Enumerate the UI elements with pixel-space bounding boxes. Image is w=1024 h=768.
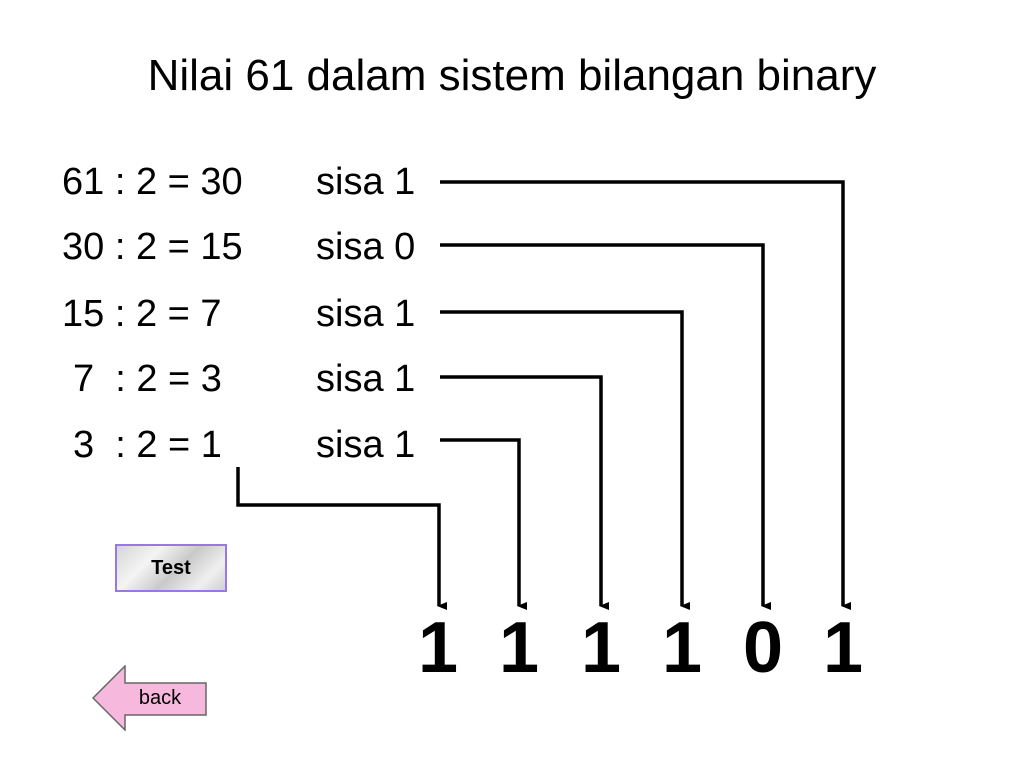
step-equation: 15 : 2 = 7 <box>62 293 222 335</box>
binary-digit: 1 <box>498 608 540 688</box>
connector-line <box>440 375 609 610</box>
connector-line <box>440 243 771 610</box>
connector-line <box>236 467 447 610</box>
back-button-label: back <box>138 687 182 709</box>
connector-line <box>440 310 690 610</box>
step-remainder: sisa 1 <box>316 293 416 335</box>
page-title: Nilai 61 dalam sistem bilangan binary <box>147 51 877 100</box>
back-arrow-icon <box>92 665 207 731</box>
step-row: 3 : 2 = 1 sisa 1 <box>0 425 440 465</box>
binary-digit: 1 <box>822 608 864 688</box>
test-button[interactable]: Test <box>115 544 227 592</box>
binary-digit: 1 <box>580 608 622 688</box>
step-equation: 3 : 2 = 1 <box>73 424 222 466</box>
step-equation: 61 : 2 = 30 <box>62 161 243 203</box>
step-equation: 30 : 2 = 15 <box>62 226 243 268</box>
step-remainder: sisa 1 <box>316 358 416 400</box>
step-row: 15 : 2 = 7 sisa 1 <box>0 294 440 334</box>
connector-line <box>440 180 851 610</box>
step-row: 7 : 2 = 3 sisa 1 <box>0 359 440 399</box>
step-remainder: sisa 1 <box>316 424 416 466</box>
binary-digit: 1 <box>417 608 459 688</box>
step-remainder: sisa 1 <box>316 161 416 203</box>
binary-digit: 1 <box>661 608 703 688</box>
back-button[interactable] <box>92 665 208 731</box>
step-remainder: sisa 0 <box>316 226 416 268</box>
step-row: 30 : 2 = 15 sisa 0 <box>0 227 440 267</box>
connector-line <box>440 438 527 610</box>
step-row: 61 : 2 = 30 sisa 1 <box>0 162 440 202</box>
binary-digit: 0 <box>742 608 784 688</box>
step-equation: 7 : 2 = 3 <box>73 358 222 400</box>
